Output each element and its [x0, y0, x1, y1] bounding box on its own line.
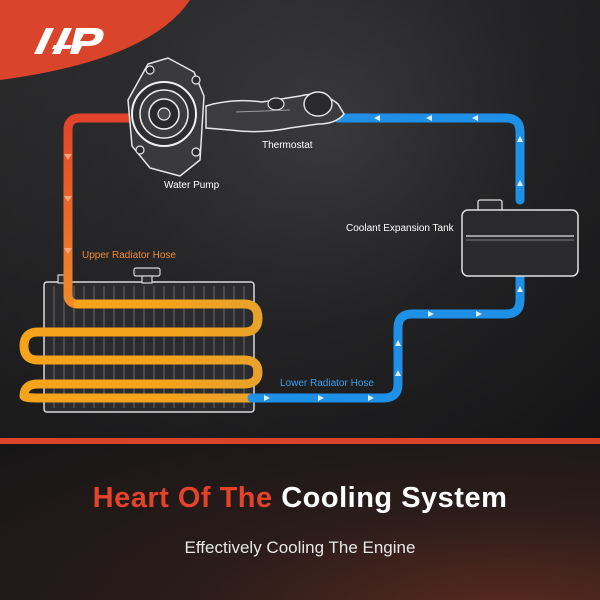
- coolant-expansion-tank: [461, 199, 579, 277]
- radiator-coil: [19, 299, 263, 403]
- radiator: [43, 267, 255, 413]
- cooling-circuit-diagram: Water Pump Thermostat Coolant Expansion …: [19, 57, 579, 413]
- diagram-stage: Water Pump Thermostat Coolant Expansion …: [0, 0, 600, 438]
- return-hose: [333, 113, 525, 205]
- thermostat-label: Thermostat: [262, 140, 313, 151]
- headline: Heart Of The Cooling System: [0, 482, 600, 515]
- logo-icon: [34, 28, 104, 54]
- section-divider: [0, 438, 600, 444]
- upper-hose-label: Upper Radiator Hose: [82, 250, 176, 261]
- brand-logo: [0, 0, 190, 80]
- flow-arrows: [64, 115, 523, 401]
- lower-hose-label: Lower Radiator Hose: [280, 378, 374, 389]
- radiator-cap: [133, 267, 161, 277]
- headline-main: Cooling System: [281, 482, 508, 514]
- lower-radiator-hose: [247, 265, 525, 403]
- thermostat: [205, 91, 345, 133]
- coolant-tank-label: Coolant Expansion Tank: [346, 223, 455, 234]
- water-pump: [127, 57, 205, 177]
- subheadline: Effectively Cooling The Engine: [184, 538, 416, 557]
- footer-banner: [0, 444, 600, 600]
- headline-accent: Heart Of The: [92, 482, 273, 514]
- water-pump-label: Water Pump: [164, 180, 220, 191]
- upper-radiator-hose: [63, 113, 137, 309]
